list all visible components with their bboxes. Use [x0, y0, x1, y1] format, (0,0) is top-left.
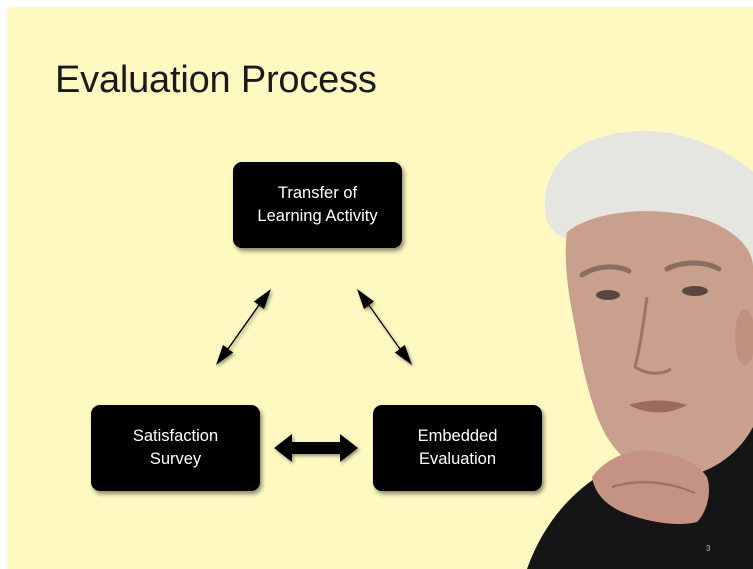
node-label: Embedded Evaluation — [417, 427, 498, 468]
node-label: Satisfaction Survey — [132, 427, 219, 468]
node-satisfaction-survey: Satisfaction Survey — [91, 405, 260, 491]
arrow-transfer-embedded — [357, 289, 412, 365]
portrait-hand — [592, 450, 709, 524]
portrait-eye — [596, 290, 620, 300]
arrow-satisfaction-embedded — [274, 434, 358, 462]
portrait-eye — [682, 286, 708, 296]
slide: Evaluation Process Transfer of Learning … — [7, 7, 753, 569]
portrait-nose — [633, 296, 672, 375]
portrait-face — [565, 211, 753, 478]
portrait-ear — [735, 309, 753, 365]
portrait-photo — [527, 130, 753, 569]
node-embedded-evaluation: Embedded Evaluation — [373, 405, 542, 491]
portrait-hand-fold — [611, 481, 696, 494]
arrow-transfer-satisfaction — [216, 289, 271, 365]
portrait-hair — [544, 130, 753, 307]
portrait-mouth — [629, 400, 687, 413]
page-number: 3 — [706, 544, 711, 553]
slide-title: Evaluation Process — [55, 59, 377, 101]
portrait-brow — [664, 260, 722, 272]
diagram-arrows — [216, 289, 412, 462]
node-label: Transfer of Learning Activity — [257, 184, 378, 225]
node-transfer-of-learning-activity: Transfer of Learning Activity — [233, 162, 402, 248]
portrait-brow — [579, 264, 632, 278]
